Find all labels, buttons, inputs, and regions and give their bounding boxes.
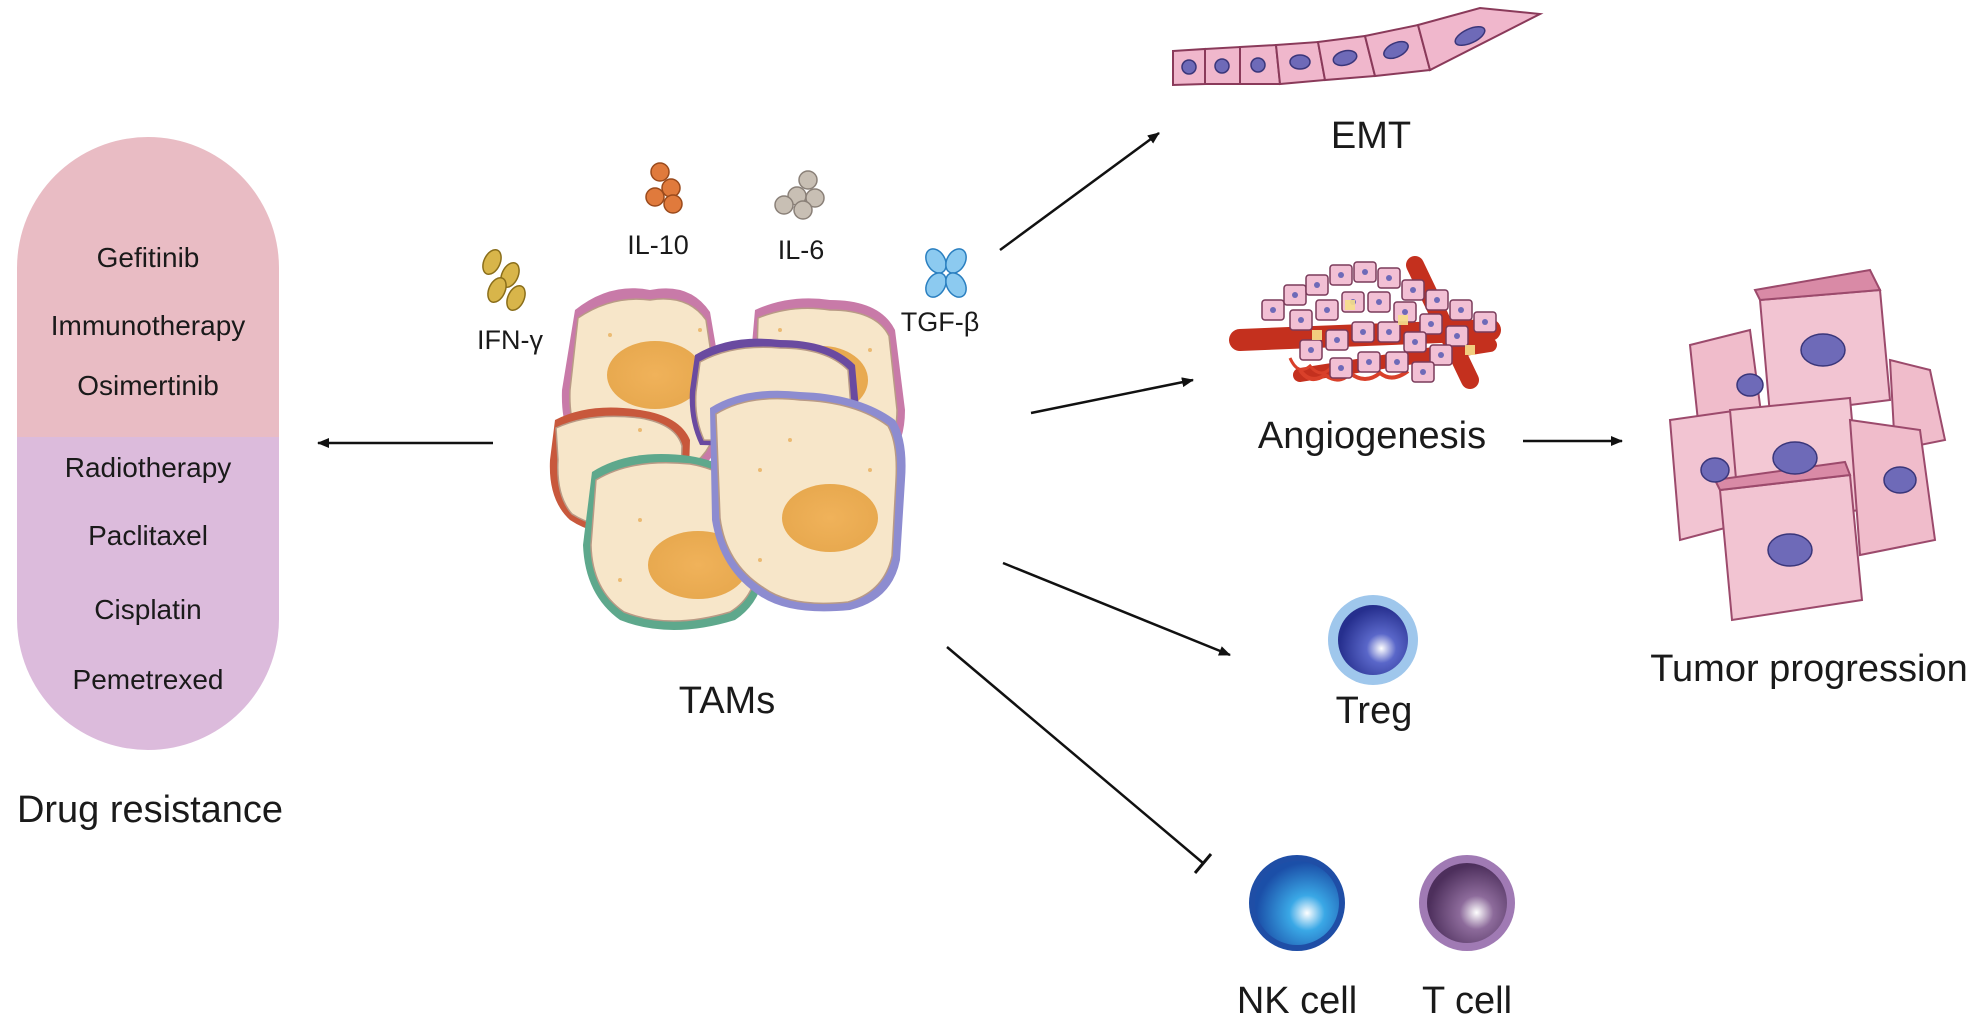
emt-cells-illustration bbox=[1172, 6, 1544, 87]
tumor-cluster-illustration bbox=[1668, 268, 1947, 622]
drug-radiotherapy: Radiotherapy bbox=[64, 452, 232, 483]
inhibition-to-nk-t-cells bbox=[946, 646, 1204, 864]
angiogenesis-illustration bbox=[1229, 256, 1501, 389]
tams-cluster-illustration bbox=[549, 288, 906, 630]
drug-resistance-title: Drug resistance bbox=[16, 789, 284, 831]
nk-cell-icon bbox=[1249, 855, 1345, 951]
arrow-to-treg bbox=[1002, 561, 1231, 657]
label-angiogenesis: Angiogenesis bbox=[1257, 415, 1487, 457]
label-treg: Treg bbox=[1335, 690, 1413, 732]
label-ifn-gamma: IFN-γ bbox=[477, 325, 543, 355]
drug-cisplatin: Cisplatin bbox=[94, 594, 202, 625]
arrow-to-emt bbox=[999, 131, 1160, 252]
label-il-6: IL-6 bbox=[777, 235, 825, 265]
t-cell-icon bbox=[1419, 855, 1515, 951]
label-il-10: IL-10 bbox=[627, 230, 689, 260]
capsule-lower-section bbox=[17, 437, 279, 750]
ifn-gamma-icon bbox=[482, 248, 526, 312]
il-10-icon bbox=[645, 162, 683, 214]
drug-paclitaxel: Paclitaxel bbox=[88, 520, 208, 551]
inhibition-bar bbox=[1193, 853, 1213, 874]
arrow-to-angiogenesis bbox=[1030, 377, 1194, 415]
treg-cell-icon bbox=[1328, 595, 1418, 685]
label-nk-cell: NK cell bbox=[1236, 980, 1358, 1022]
drug-immunotherapy: Immunotherapy bbox=[50, 310, 246, 341]
capsule-upper-section bbox=[17, 137, 279, 437]
label-tumor-progression: Tumor progression bbox=[1650, 648, 1968, 690]
drug-pemetrexed: Pemetrexed bbox=[72, 664, 224, 695]
drug-gefitinib: Gefitinib bbox=[96, 242, 200, 273]
drug-osimertinib: Osimertinib bbox=[77, 370, 219, 401]
tgf-beta-icon bbox=[925, 248, 967, 298]
drug-resistance-capsule bbox=[17, 137, 279, 750]
label-emt: EMT bbox=[1330, 115, 1412, 157]
label-t-cell: T cell bbox=[1421, 980, 1513, 1022]
label-tams: TAMs bbox=[678, 680, 776, 722]
il-6-icon bbox=[774, 170, 825, 220]
label-tgf-beta: TGF-β bbox=[900, 307, 980, 337]
